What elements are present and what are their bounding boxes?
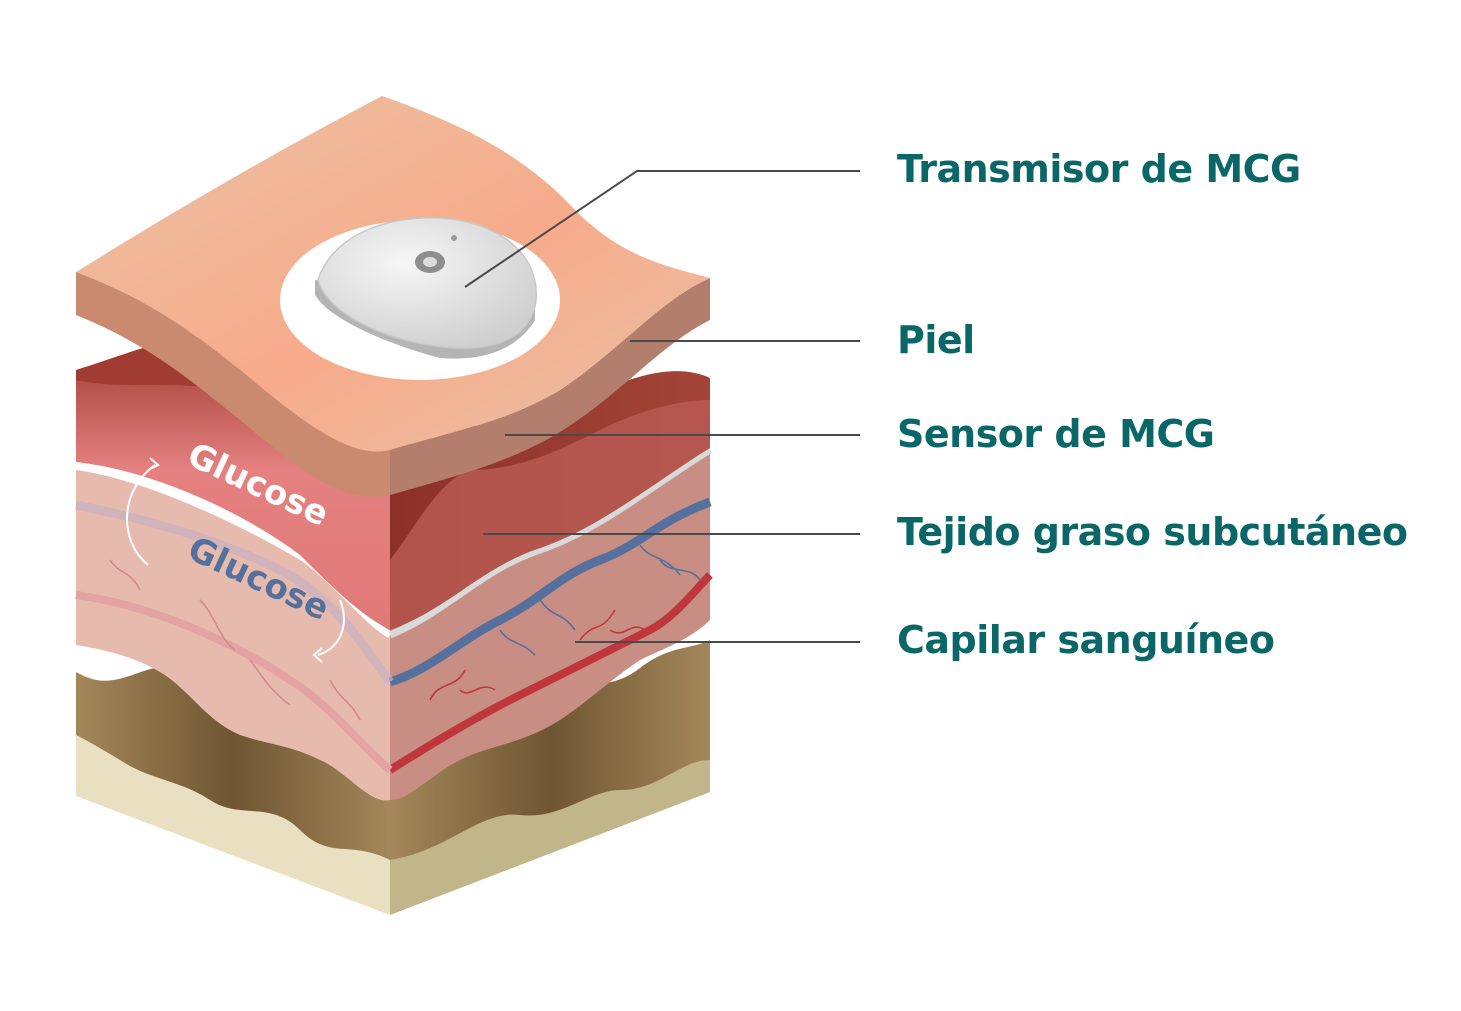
label-capillary: Capilar sanguíneo bbox=[897, 618, 1275, 662]
transmitter-indicator bbox=[451, 235, 457, 241]
label-transmitter: Transmisor de MCG bbox=[897, 147, 1301, 191]
artery-right bbox=[387, 572, 713, 774]
exchange-arrow-right-head bbox=[312, 647, 323, 663]
exchange-arrow-left-head bbox=[147, 457, 160, 471]
transmitter-body-top bbox=[317, 217, 537, 349]
dermis-right-light bbox=[390, 400, 710, 630]
leader-lines bbox=[464, 170, 860, 643]
vein-left bbox=[75, 500, 394, 685]
fat-left-face bbox=[76, 470, 390, 801]
label-sensor: Sensor de MCG bbox=[897, 412, 1215, 456]
capillaries bbox=[109, 544, 701, 721]
exchange-arrow-right bbox=[317, 599, 345, 656]
skin-front-face bbox=[76, 272, 390, 497]
artery-left bbox=[75, 591, 393, 774]
skin-side-face bbox=[390, 278, 710, 495]
muscle-layer bbox=[76, 640, 710, 915]
cgm-transmitter bbox=[280, 217, 560, 380]
fat-right-face bbox=[390, 450, 710, 800]
exchange-arrow-left bbox=[126, 464, 156, 566]
muscle-right-band bbox=[390, 640, 710, 860]
label-skin: Piel bbox=[897, 318, 975, 362]
fat-top-line-right bbox=[388, 446, 712, 639]
label-fat: Tejido graso subcutáneo bbox=[897, 510, 1408, 554]
vein-right bbox=[388, 497, 712, 687]
transmitter-port-inner bbox=[423, 257, 437, 267]
leader-line-transmitter bbox=[464, 170, 860, 288]
